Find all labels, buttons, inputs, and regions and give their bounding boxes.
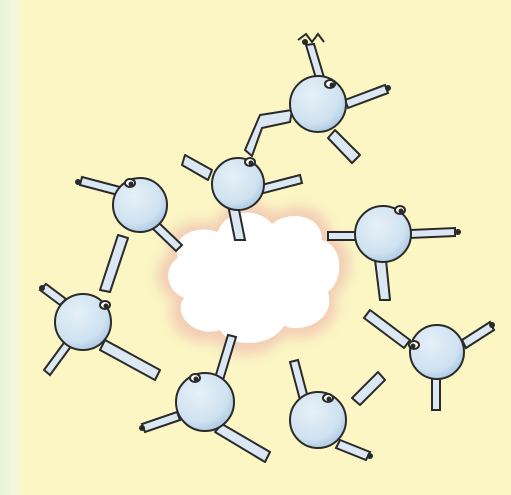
figure-bottom-right xyxy=(288,358,372,462)
figure-upper-middle xyxy=(211,157,304,241)
figure-upper-left xyxy=(78,175,184,253)
figure-left-middle xyxy=(38,282,112,377)
figure-right-lower xyxy=(408,320,496,411)
figure-right-upper xyxy=(327,205,456,263)
figure-top xyxy=(289,32,390,133)
center-cloud xyxy=(157,202,350,355)
hand-foot-accents xyxy=(39,39,495,459)
ring-limbs xyxy=(99,109,411,463)
figure-bottom-left xyxy=(140,333,238,434)
